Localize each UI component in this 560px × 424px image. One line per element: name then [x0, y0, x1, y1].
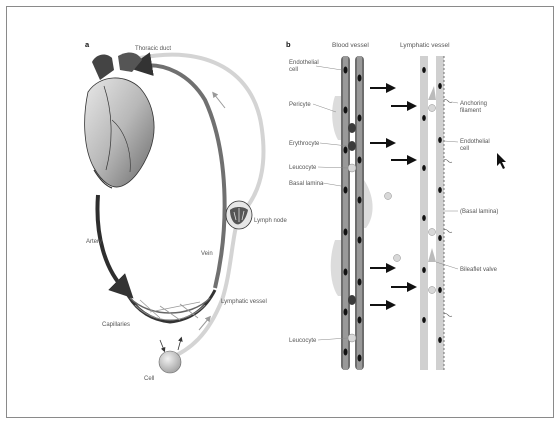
capillary-bed [125, 290, 215, 322]
label-anchoring-filament: Anchoring [460, 101, 487, 107]
lymphatic-vessel [420, 56, 452, 370]
label-bileaflet-valve: Bileaflet valve [460, 267, 498, 273]
cell-arrow-left [160, 340, 164, 350]
label-endothelial-cell-lymph-2: cell [460, 146, 469, 152]
label-basal-lamina-lymph: (Basal lamina) [460, 209, 498, 215]
label-endothelial-cell-blood: Endothelial [289, 60, 319, 66]
label-pericyte: Pericyte [289, 102, 311, 108]
label-leucocyte: Leucocyte [289, 165, 317, 171]
label-erythrocyte: Erythrocyte [289, 141, 320, 147]
label-artery: Artery [86, 239, 102, 245]
label-anchoring-filament-2: filament [460, 108, 481, 114]
label-endothelial-cell-blood-2: cell [289, 67, 298, 73]
header-blood-vessel: Blood vessel [332, 42, 369, 49]
label-lymph-node: Lymph node [254, 218, 287, 224]
heart-icon [85, 53, 154, 188]
free-leucocyte [394, 255, 401, 262]
panel-a-letter: a [85, 40, 90, 49]
label-lymphatic-vessel: Lymphatic vessel [221, 299, 267, 305]
label-thoracic-duct: Thoracic duct [135, 46, 171, 52]
blood-vessel [331, 56, 373, 370]
cell-icon [159, 351, 181, 373]
panel-b-letter: b [286, 40, 291, 49]
header-lymphatic-vessel: Lymphatic vessel [400, 42, 450, 49]
label-capillaries: Capillaries [102, 322, 130, 328]
mouse-cursor-icon [497, 153, 506, 169]
label-cell: Cell [144, 376, 154, 382]
label-leucocyte-bottom: Leucocyte [289, 338, 317, 344]
free-leucocyte [385, 193, 392, 200]
label-basal-lamina: Basal lamina [289, 181, 324, 187]
cell-arrow-right [178, 339, 181, 350]
label-vein: Vein [201, 251, 213, 257]
label-endothelial-cell-lymph: Endothelial [460, 139, 490, 145]
lymphatic-arrow-up [214, 94, 225, 108]
lymph-node-icon [226, 201, 252, 229]
